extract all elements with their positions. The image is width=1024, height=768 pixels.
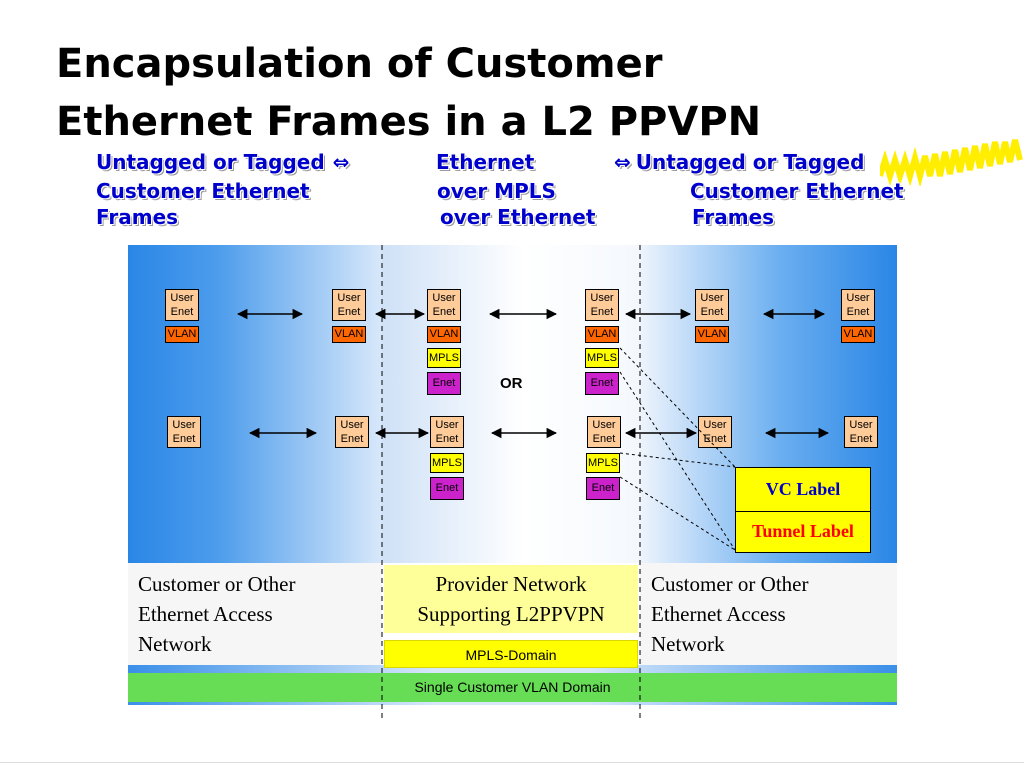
page-title-line-1: Encapsulation of Customer bbox=[56, 41, 663, 87]
subtitle-right-line-3: Frames bbox=[692, 205, 775, 229]
subtitle-left-line-1: Untagged or Tagged⇔ bbox=[96, 150, 350, 174]
subtitle-mid-line-3: over Ethernet bbox=[440, 205, 596, 229]
enet-box: Enet bbox=[430, 477, 464, 500]
vlan-box: VLAN bbox=[841, 326, 875, 343]
vlan-box: VLAN bbox=[695, 326, 729, 343]
vc-label: VC Label bbox=[736, 468, 870, 512]
vlan-domain-bar: Single Customer VLAN Domain bbox=[128, 673, 897, 702]
subtitle-mid-line-2: over MPLS bbox=[437, 179, 556, 203]
left-domain-label-area bbox=[128, 563, 382, 667]
enet-box: Enet bbox=[427, 372, 461, 395]
tunnel-label: Tunnel Label bbox=[752, 521, 854, 541]
vlan-box: VLAN bbox=[332, 326, 366, 343]
page-title-line-2: Ethernet Frames in a L2 PPVPN bbox=[56, 99, 762, 145]
subtitle-left-line-3: Frames bbox=[96, 205, 179, 229]
double-arrow-icon: ⇔ bbox=[332, 150, 350, 174]
decorative-zigzag bbox=[880, 139, 1023, 186]
vlan-box: VLAN bbox=[585, 326, 619, 343]
mpls-box: MPLS bbox=[430, 453, 464, 473]
enet-box: Enet bbox=[585, 372, 619, 395]
subtitle-right-line-1: ⇔Untagged or Tagged bbox=[614, 150, 865, 174]
subtitle-mid-line-1: Ethernet bbox=[436, 150, 535, 174]
slide-footer-line bbox=[0, 762, 1024, 763]
mpls-box: MPLS bbox=[586, 453, 620, 473]
label-stack-box: VC Label Tunnel Label bbox=[735, 467, 871, 553]
enet-box: Enet bbox=[586, 477, 620, 500]
right-domain-label-area bbox=[640, 563, 897, 667]
vlan-box: VLAN bbox=[427, 326, 461, 343]
mpls-box: MPLS bbox=[427, 348, 461, 368]
mpls-box: MPLS bbox=[585, 348, 619, 368]
subtitle-left-line-2: Customer Ethernet bbox=[96, 179, 310, 203]
vlan-box: VLAN bbox=[165, 326, 199, 343]
or-label: OR bbox=[500, 375, 523, 392]
double-arrow-icon: ⇔ bbox=[614, 150, 631, 174]
subtitle-right-line-2: Customer Ethernet bbox=[690, 179, 904, 203]
mpls-domain-bar: MPLS-Domain bbox=[384, 640, 638, 668]
